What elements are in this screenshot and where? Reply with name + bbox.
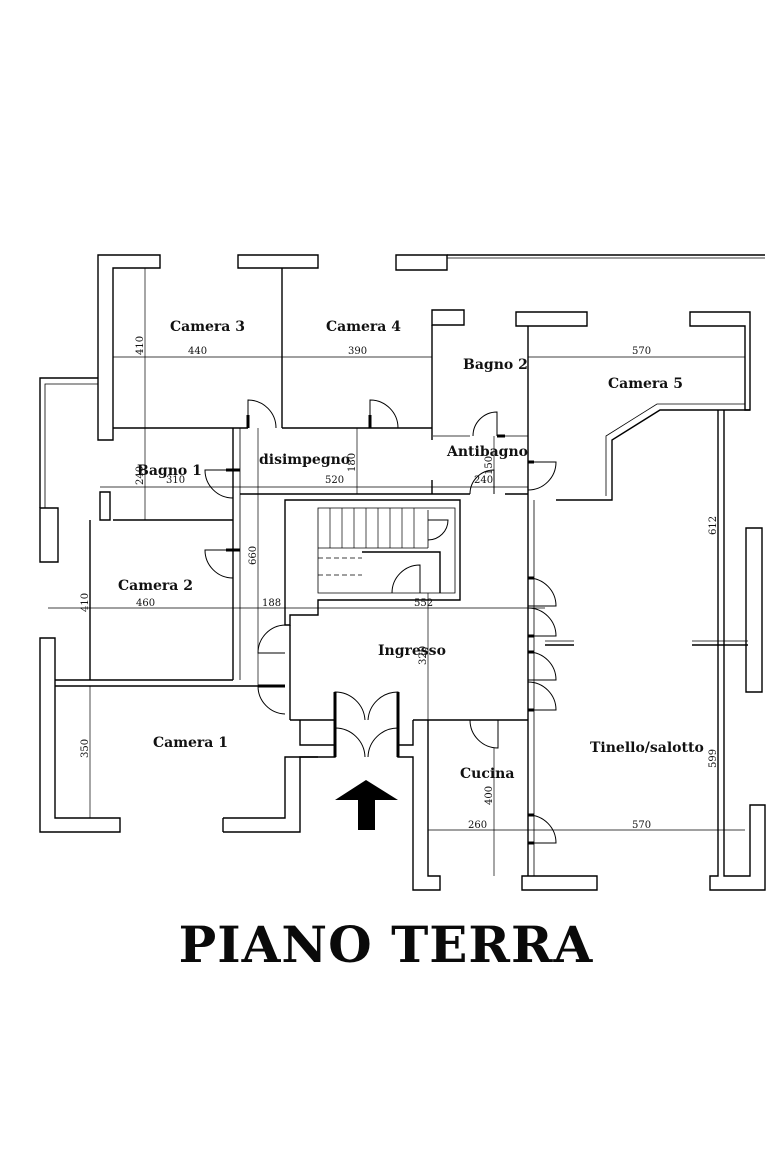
entrance-arrow-icon	[335, 780, 398, 830]
dim-label: 240	[135, 466, 146, 485]
room-camera-2: Camera 2	[118, 578, 193, 594]
room-tinello-salotto: Tinello/salotto	[590, 740, 704, 756]
dim-label: 400	[484, 786, 495, 805]
dimension-labels: 410 440 390 570 240 310 520 180 150 240 …	[80, 336, 719, 831]
dim-label: 599	[708, 749, 719, 768]
dim-label: 460	[136, 598, 155, 609]
dim-label: 320	[418, 646, 429, 665]
room-camera-4: Camera 4	[326, 319, 401, 335]
dim-label: 310	[166, 475, 185, 486]
room-ingresso: Ingresso	[378, 643, 446, 659]
dimension-lines	[48, 268, 745, 876]
room-labels: Camera 3 Camera 4 Bagno 2 Camera 5 Antib…	[118, 319, 704, 782]
dim-label: 188	[262, 598, 281, 609]
room-camera-5: Camera 5	[608, 376, 683, 392]
dim-label: 150	[484, 456, 495, 475]
staircase	[318, 508, 441, 593]
room-antibagno: Antibagno	[446, 444, 528, 460]
room-disimpegno: disimpegno	[259, 452, 350, 468]
dim-label: 570	[632, 820, 651, 831]
dim-label: 350	[80, 739, 91, 758]
dim-label: 520	[325, 475, 344, 486]
room-camera-1: Camera 1	[153, 735, 228, 751]
dim-label: 180	[347, 453, 358, 472]
dim-label: 390	[348, 346, 367, 357]
room-bagno-1: Bagno 1	[137, 463, 202, 479]
room-bagno-2: Bagno 2	[463, 357, 528, 373]
dim-label: 660	[248, 546, 259, 565]
room-cucina: Cucina	[460, 766, 514, 782]
dim-label: 612	[708, 516, 719, 535]
plan-title: PIANO TERRA	[179, 915, 594, 974]
walls	[39, 254, 766, 891]
dim-label: 240	[474, 475, 493, 486]
doors	[204, 399, 557, 845]
room-camera-3: Camera 3	[170, 319, 245, 335]
dim-label: 570	[632, 346, 651, 357]
dim-label: 410	[135, 336, 146, 355]
dim-label: 552	[414, 598, 433, 609]
dim-label: 410	[80, 593, 91, 612]
dim-label: 260	[468, 820, 487, 831]
dim-label: 440	[188, 346, 207, 357]
